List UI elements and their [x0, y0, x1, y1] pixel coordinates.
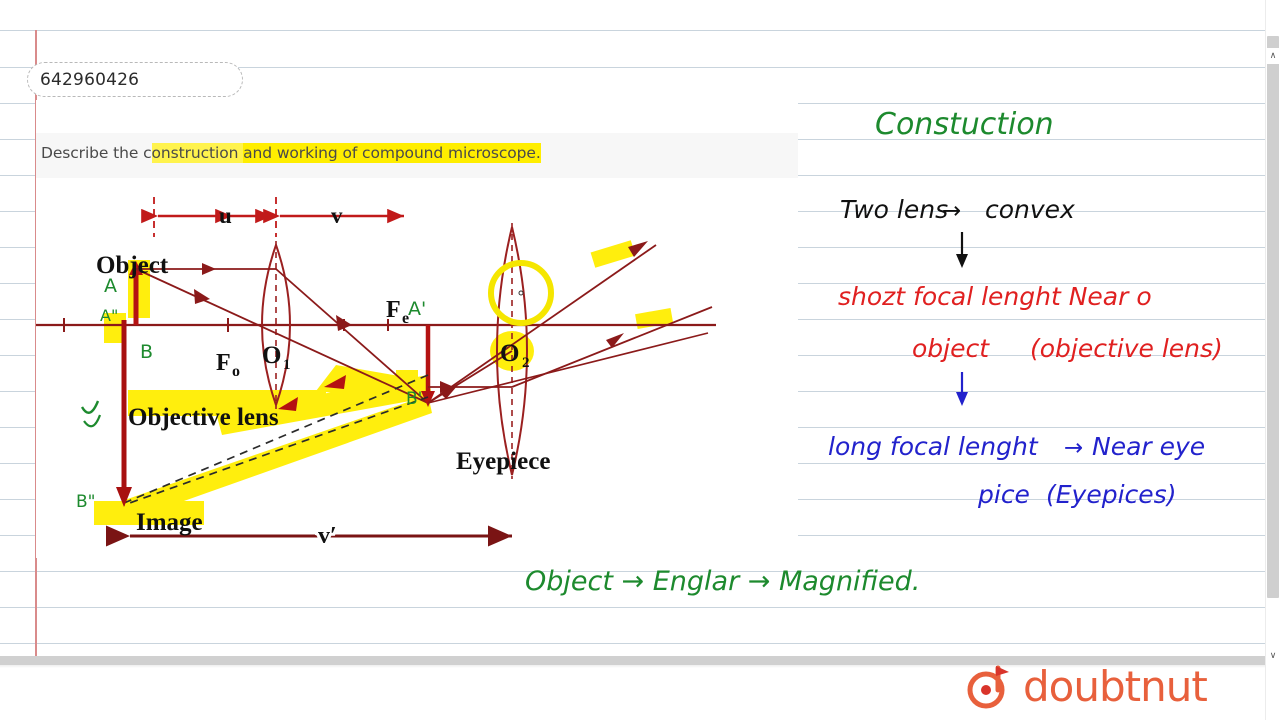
svg-text:1: 1: [283, 357, 291, 373]
question-text-highlight-2: and working of compound microscope.: [243, 143, 541, 163]
vertical-scrollbar[interactable]: ∧ ∨: [1265, 0, 1280, 720]
label-f-o: F o: [216, 350, 240, 380]
question-text-highlight-1: onstruction: [151, 143, 244, 163]
question-id-chip: 642960426: [27, 62, 243, 97]
virtual-ray-2: [123, 396, 429, 506]
doubtnut-logo: doubtnut: [965, 655, 1265, 717]
label-v: v: [331, 203, 343, 228]
question-id-text: 642960426: [40, 69, 140, 90]
question-text: Describe the construction and working of…: [41, 143, 801, 163]
question-text-plain: Describe the c: [41, 144, 152, 162]
annotation-B-prime: B': [406, 389, 422, 409]
paper-bottom-edge: [0, 656, 1266, 665]
label-eyepiece: Eyepiece: [456, 448, 550, 475]
label-objective-lens: Objective lens: [128, 404, 279, 431]
yellow-circle-annotation: [488, 260, 554, 326]
paper-shadow: [0, 665, 1266, 668]
ray-diagram: u v: [36, 185, 798, 560]
svg-text:F: F: [216, 350, 231, 376]
annotation-A: A: [104, 275, 117, 297]
annotation-B-double-prime: B": [76, 492, 95, 512]
scroll-down-icon[interactable]: ∨: [1266, 648, 1280, 664]
scroll-up-icon[interactable]: ∧: [1266, 48, 1280, 64]
svg-text:O: O: [262, 342, 281, 369]
label-v-prime: v′: [318, 523, 337, 549]
label-o2: O 2: [500, 340, 530, 371]
annotation-A-double-prime: A": [100, 306, 118, 325]
doubtnut-wordmark: doubtnut: [1023, 661, 1208, 711]
ray-through-centre: [135, 268, 429, 404]
margin-rule: [35, 30, 37, 658]
label-object: Object: [96, 252, 169, 279]
label-f-e: F e: [386, 297, 409, 327]
label-o1: O 1: [262, 342, 291, 373]
svg-text:F: F: [386, 297, 401, 323]
label-image: Image: [136, 509, 203, 536]
svg-text:o: o: [232, 363, 240, 380]
annotation-B: B: [140, 341, 153, 363]
svg-text:2: 2: [522, 355, 530, 371]
doubtnut-mark-icon: [965, 662, 1013, 710]
scrollbar-thumb[interactable]: [1267, 36, 1279, 598]
ray-parallel-out: [275, 268, 429, 404]
label-u: u: [219, 203, 232, 228]
svg-text:O: O: [500, 340, 519, 367]
svg-text:e: e: [402, 310, 409, 327]
annotation-A-prime: A': [408, 298, 426, 320]
eyepiece-ray-1: [427, 244, 657, 404]
eyepiece-lens-shape: [496, 223, 528, 479]
check-tick: [80, 400, 100, 414]
